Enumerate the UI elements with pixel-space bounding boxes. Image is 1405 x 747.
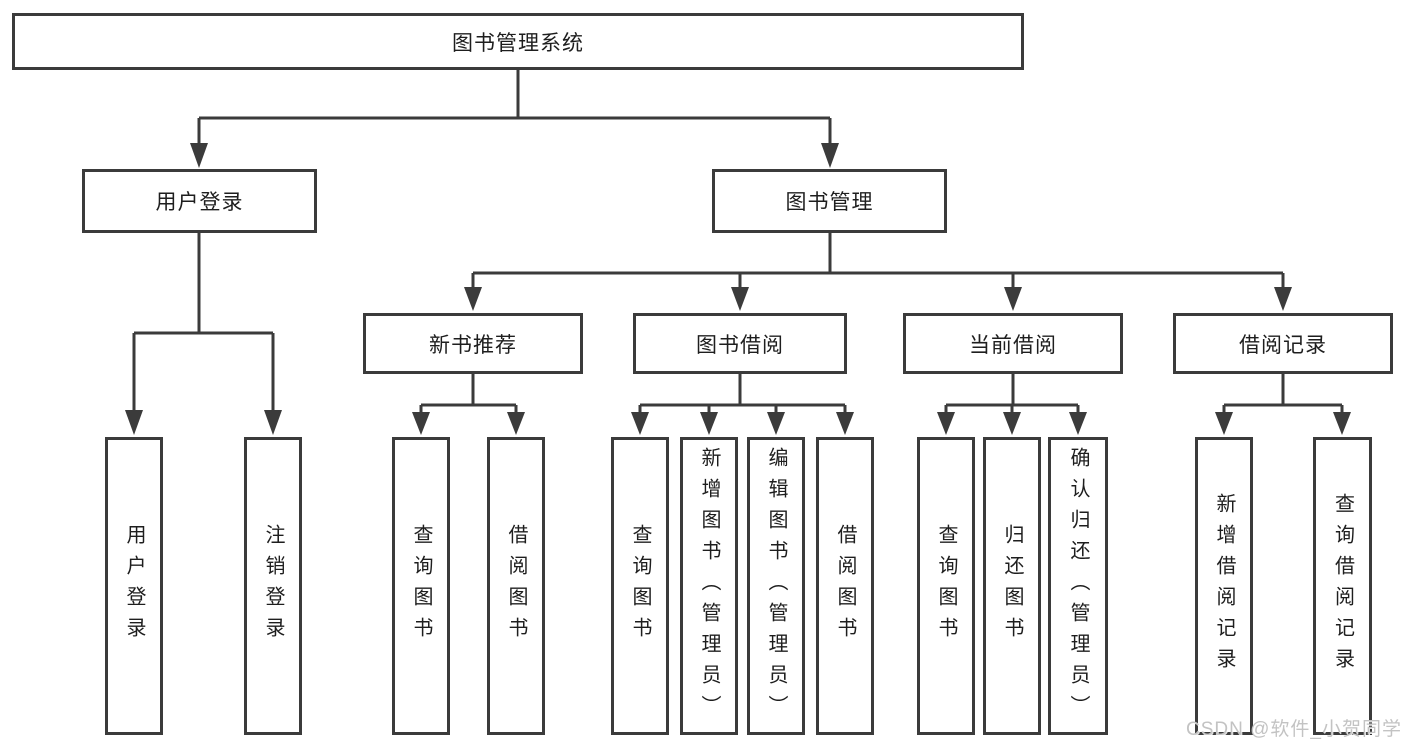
leaf-new-books-query: 查询图书 [392,437,450,735]
connector-current-borrow-to-leaves [937,374,1087,435]
leaf-current-borrow-confirm-label: 确认归还（管理员） [1067,446,1089,726]
node-book-mgmt-label: 图书管理 [785,191,874,214]
arrowhead [1004,287,1022,311]
connector-line [944,374,1080,414]
connector-line [419,374,518,414]
leaf-borrow-records-query: 查询借阅记录 [1313,437,1372,735]
connector-line [638,374,847,414]
connector-book-mgmt-to-level3 [464,233,1292,311]
leaf-book-borrow-query: 查询图书 [611,437,669,735]
arrowhead [412,412,430,435]
leaf-borrow-records-add: 新增借阅记录 [1195,437,1253,735]
node-new-books-label: 新书推荐 [429,333,517,357]
leaf-borrow-records-add-label: 新增借阅记录 [1213,493,1235,679]
node-book-borrow: 图书借阅 [633,313,847,374]
leaf-book-borrow-borrow-label: 借阅图书 [834,524,856,648]
arrowhead [125,410,143,435]
node-new-books: 新书推荐 [363,313,583,374]
arrowhead [264,410,282,435]
leaf-new-books-borrow: 借阅图书 [487,437,545,735]
arrowhead [1333,412,1351,435]
node-borrow-records: 借阅记录 [1173,313,1393,374]
arrowhead [731,287,749,311]
leaf-book-borrow-edit: 编辑图书（管理员） [747,437,805,735]
leaf-logout-login: 注销登录 [244,437,302,735]
leaf-new-books-borrow-label: 借阅图书 [505,524,527,648]
leaf-current-borrow-query-label: 查询图书 [935,524,957,648]
leaf-current-borrow-return-label: 归还图书 [1001,524,1023,648]
leaf-current-borrow-query: 查询图书 [917,437,975,735]
node-current-borrow-label: 当前借阅 [969,333,1057,357]
arrowhead [937,412,955,435]
connector-line [132,233,275,412]
arrowhead [767,412,785,435]
connector-new-books-to-leaves [412,374,525,435]
connector-book-borrow-to-leaves [631,374,854,435]
node-user-login: 用户登录 [82,169,317,233]
connector-line [1222,374,1344,414]
leaf-new-books-query-label: 查询图书 [410,524,432,648]
arrowhead [700,412,718,435]
leaf-current-borrow-return: 归还图书 [983,437,1041,735]
node-current-borrow: 当前借阅 [903,313,1123,374]
leaf-book-borrow-borrow: 借阅图书 [816,437,874,735]
leaf-book-borrow-edit-label: 编辑图书（管理员） [765,446,787,726]
leaf-borrow-records-query-label: 查询借阅记录 [1331,493,1354,679]
connector-user-login-to-leaves [125,233,282,435]
watermark: CSDN @软件_小贺同学 [1186,719,1402,740]
arrowhead [821,143,839,168]
arrowhead [1215,412,1233,435]
leaf-logout-login-label: 注销登录 [262,524,284,648]
node-book-mgmt: 图书管理 [712,169,947,233]
connector-line [471,233,1285,289]
leaf-user-login: 用户登录 [105,437,163,735]
arrowhead [631,412,649,435]
arrowhead [1069,412,1087,435]
node-borrow-records-label: 借阅记录 [1239,333,1327,357]
leaf-user-login-label: 用户登录 [123,524,145,648]
arrowhead [836,412,854,435]
node-book-borrow-label: 图书借阅 [696,333,784,357]
leaf-book-borrow-query-label: 查询图书 [629,524,651,648]
leaf-book-borrow-add-label: 新增图书（管理员） [698,446,720,726]
connector-root-to-level2 [190,70,839,168]
leaf-book-borrow-add: 新增图书（管理员） [680,437,738,735]
connector-borrow-records-to-leaves [1215,374,1351,435]
arrowhead [464,287,482,311]
node-root: 图书管理系统 [12,13,1024,70]
arrowhead [1274,287,1292,311]
node-root-label: 图书管理系统 [452,31,584,55]
arrowhead [190,143,208,168]
node-user-login-label: 用户登录 [155,191,244,214]
arrowhead [507,412,525,435]
arrowhead [1003,412,1021,435]
connector-line [197,70,832,146]
leaf-current-borrow-confirm: 确认归还（管理员） [1048,437,1108,735]
